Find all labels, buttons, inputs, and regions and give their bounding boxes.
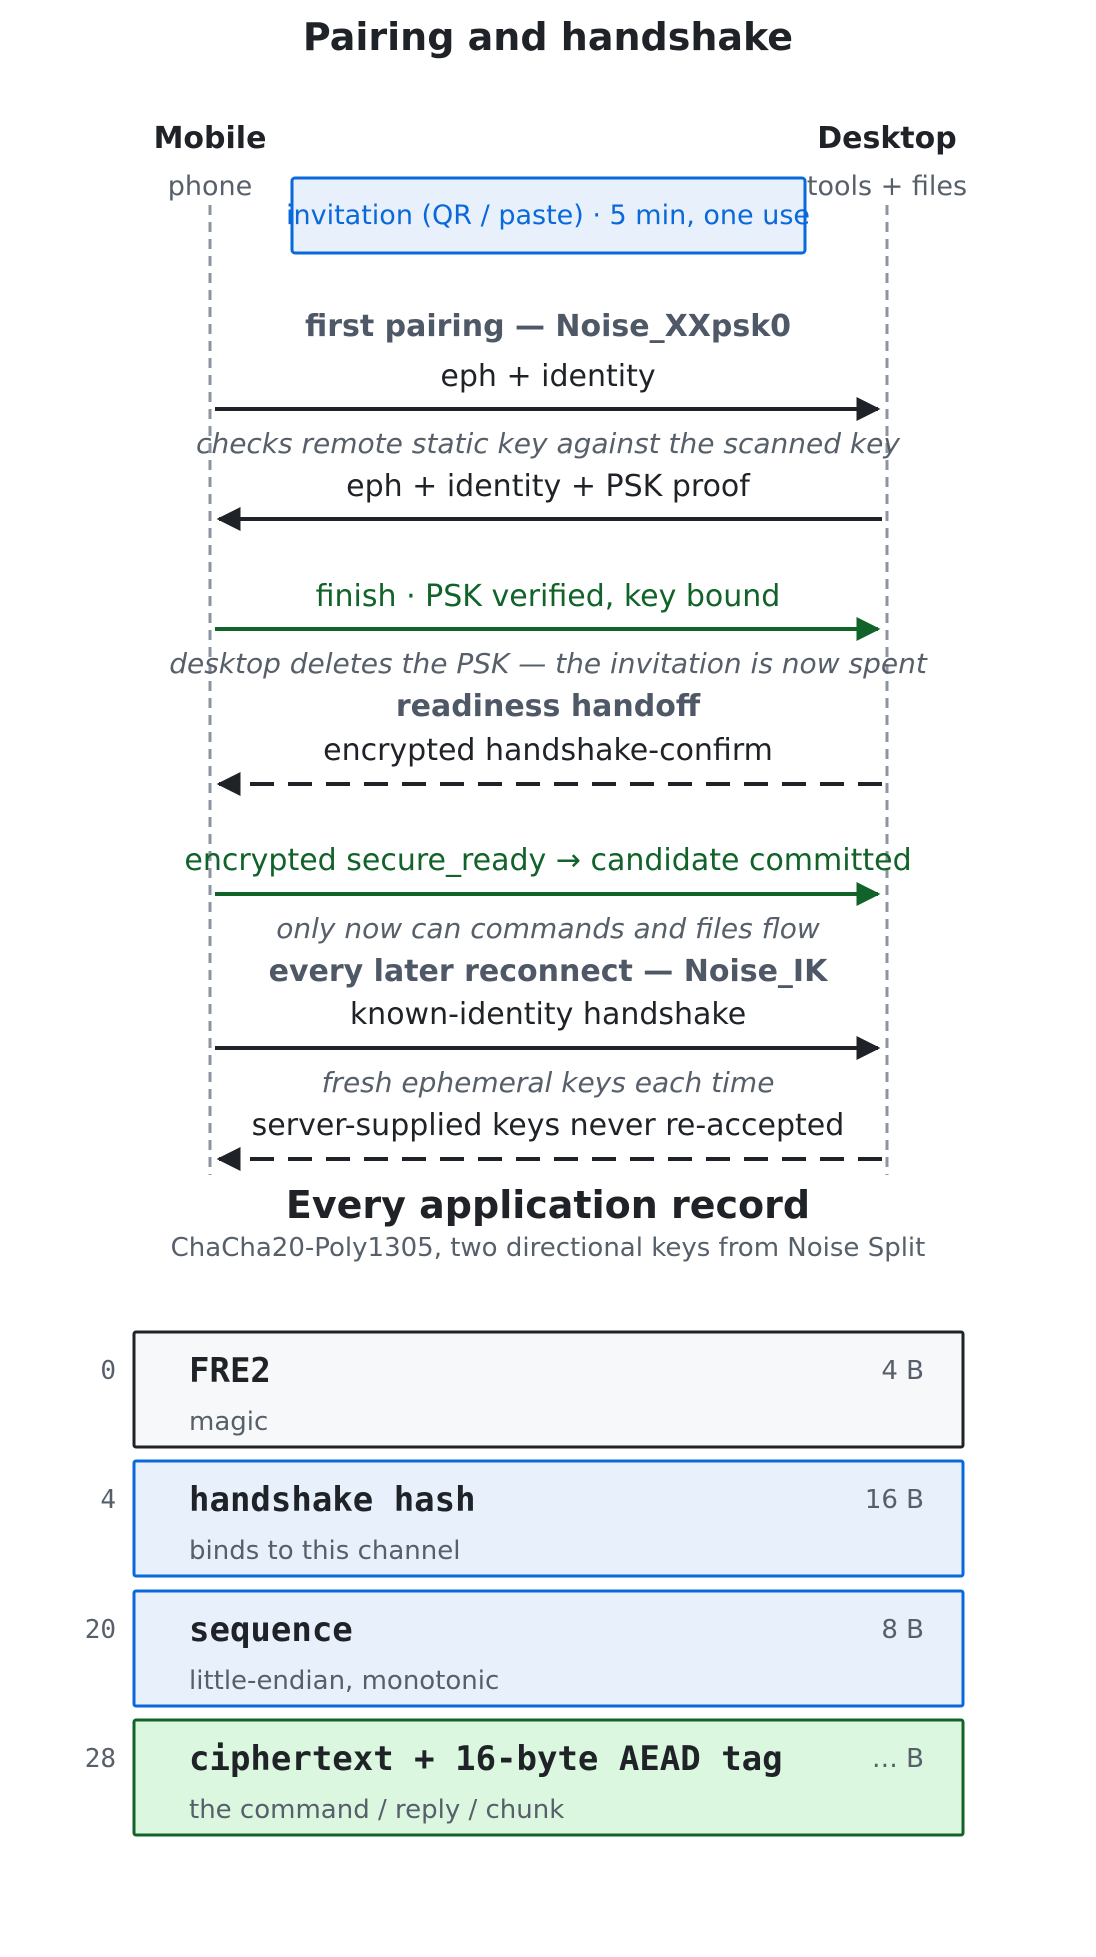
field-name: FRE2 — [189, 1351, 271, 1391]
message-label: encrypted secure_ready → candidate commi… — [184, 843, 911, 878]
actor-mobile-sub: phone — [168, 171, 253, 202]
field-size: … B — [872, 1744, 924, 1774]
field-box — [132, 1459, 965, 1578]
field-offset: 0 — [100, 1356, 116, 1386]
section-readiness: readiness handoff — [396, 689, 701, 724]
field-offset: 28 — [85, 1744, 116, 1774]
note-deletes: desktop deletes the PSK — the invitation… — [169, 647, 928, 680]
actor-mobile-name: Mobile — [154, 121, 267, 156]
field-offset: 20 — [85, 1615, 116, 1645]
note-only-now: only now can commands and files flow — [276, 912, 820, 945]
field-desc: little-endian, monotonic — [189, 1666, 499, 1696]
actor-desktop-sub: tools + files — [807, 171, 967, 202]
record-field-sequence: 20 sequence 8 B little-endian, monotonic — [85, 1589, 965, 1708]
actor-desktop-name: Desktop — [817, 121, 956, 156]
record-subtitle: ChaCha20-Poly1305, two directional keys … — [171, 1233, 926, 1263]
field-desc: binds to this channel — [189, 1536, 460, 1566]
field-size: 4 B — [881, 1356, 924, 1386]
record-title: Every application record — [286, 1183, 810, 1227]
field-size: 16 B — [865, 1485, 924, 1515]
message-label: finish · PSK verified, key bound — [316, 579, 781, 614]
invitation-box — [290, 176, 807, 255]
section-first-pairing: first pairing — Noise_XXpsk0 — [305, 309, 791, 344]
note-fresh: fresh ephemeral keys each time — [322, 1066, 775, 1099]
section-reconnect: every later reconnect — Noise_IK — [269, 954, 829, 989]
field-desc: magic — [189, 1407, 268, 1437]
message-label: known-identity handshake — [350, 997, 746, 1032]
note-checks: checks remote static key against the sca… — [196, 427, 900, 460]
message-label: server-supplied keys never re-accepted — [252, 1108, 845, 1143]
record-field-magic: 0 FRE2 4 B magic — [100, 1330, 965, 1449]
page-title: Pairing and handshake — [303, 15, 793, 59]
field-size: 8 B — [881, 1615, 924, 1645]
field-name: handshake hash — [189, 1480, 476, 1520]
field-offset: 4 — [100, 1485, 116, 1515]
record-field-handshake-hash: 4 handshake hash 16 B binds to this chan… — [100, 1459, 965, 1578]
field-box — [132, 1589, 965, 1708]
message-label: eph + identity + PSK proof — [346, 469, 751, 504]
message-label: eph + identity — [440, 359, 655, 394]
message-label: encrypted handshake-confirm — [323, 733, 773, 768]
field-name: sequence — [189, 1610, 353, 1650]
field-box — [132, 1718, 965, 1837]
record-field-ciphertext: 28 ciphertext + 16-byte AEAD tag … B the… — [85, 1718, 965, 1837]
field-desc: the command / reply / chunk — [189, 1795, 564, 1825]
field-box — [132, 1330, 965, 1449]
invitation-label: invitation (QR / paste) · 5 min, one use — [286, 200, 810, 231]
field-name: ciphertext + 16-byte AEAD tag — [189, 1739, 783, 1779]
